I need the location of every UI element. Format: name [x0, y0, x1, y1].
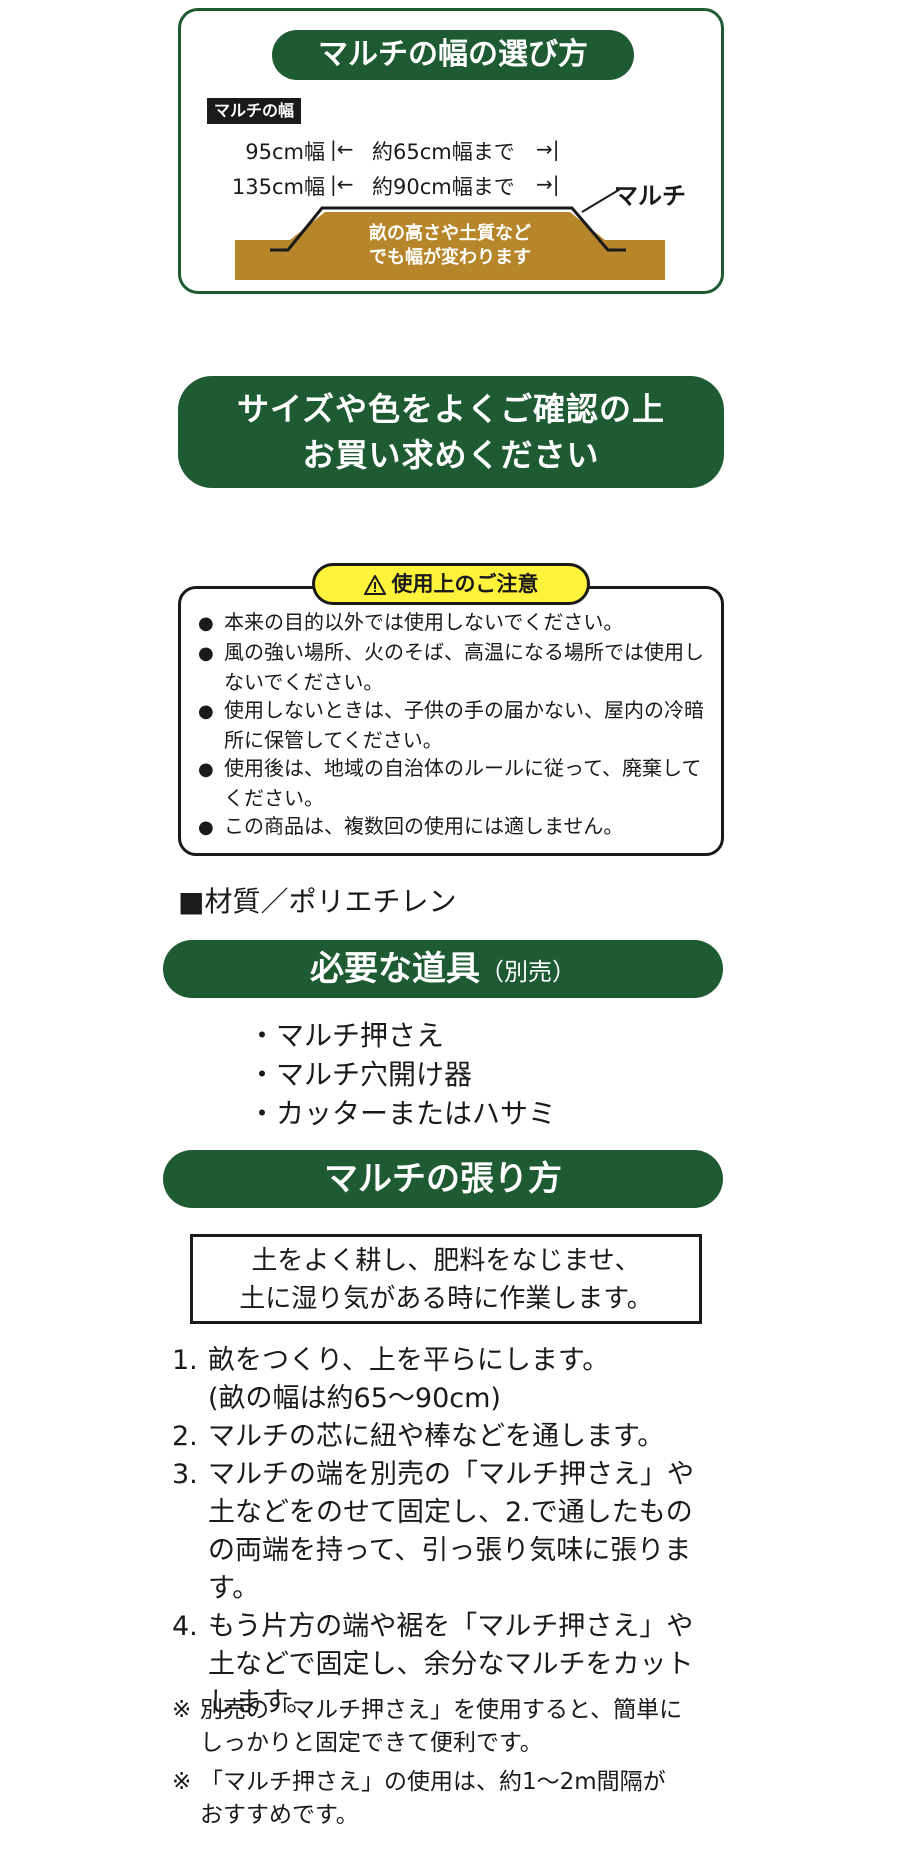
caution-item: 使用後は、地域の自治体のルールに従って、廃棄してください。 — [198, 754, 718, 812]
caution-item: 本来の目的以外では使用しないでください。 — [198, 608, 718, 638]
step-item: 3. マルチの端を別売の「マルチ押さえ」や 土などをのせて固定し、2.で通したも… — [172, 1456, 732, 1608]
step-number: 2. — [172, 1421, 198, 1452]
step-line: 土などをのせて固定し、2.で通したもの — [208, 1497, 693, 1528]
width-distance-95: 約65cm幅まで — [372, 140, 515, 164]
width-label-95: 95cm幅 — [245, 140, 325, 164]
note-line: おすすめです。 — [200, 1802, 359, 1828]
note-item: ※ 「マルチ押さえ」の使用は、約1〜2m間隔が おすすめです。 — [172, 1766, 732, 1832]
tools-list: ・マルチ押さえ ・マルチ穴開け器 ・カッターまたはハサミ — [248, 1016, 556, 1133]
caution-title: 使用上のご注意 — [391, 572, 539, 596]
step-line: マルチの芯に紐や棒などを通します。 — [208, 1421, 665, 1452]
tool-item: ・カッターまたはハサミ — [248, 1097, 557, 1130]
soil-bed — [290, 212, 605, 240]
note-mark: ※ — [172, 1769, 192, 1795]
width-label-135: 135cm幅 — [231, 175, 325, 199]
material-text: ■材質／ポリエチレン — [178, 885, 457, 918]
tools-title: 必要な道具 — [310, 949, 480, 989]
step-line: します。 — [208, 1687, 314, 1718]
note-mark: ※ — [172, 1697, 192, 1723]
step-number: 3. — [172, 1459, 198, 1490]
step-line: (畝の幅は約65〜90cm) — [208, 1383, 501, 1414]
caution-item: 使用しないときは、子供の手の届かない、屋内の冷暗所に保管してください。 — [198, 696, 718, 754]
prep-line2: 土に湿り気がある時に作業します。 — [239, 1284, 653, 1314]
preparation-box: 土をよく耕し、肥料をなじませ、 土に湿り気がある時に作業します。 — [190, 1234, 702, 1324]
step-number: 4. — [172, 1611, 198, 1642]
step-line: の両端を持って、引っ張り気味に張ります。 — [208, 1535, 692, 1604]
width-guide-box — [178, 8, 724, 294]
caution-item: 風の強い場所、火のそば、高温になる場所では使用しないでください。 — [198, 638, 718, 696]
mulch-pointer-line — [581, 190, 621, 213]
arrow-right-icon: →| — [536, 137, 560, 161]
caution-item: この商品は、複数回の使用には適しません。 — [198, 812, 718, 842]
step-line: 畝をつくり、上を平らにします。 — [208, 1345, 610, 1376]
arrow-left-icon: |← — [330, 137, 354, 161]
note-item: ※ 別売の「マルチ押さえ」を使用すると、簡単に しっかりと固定できて便利です。 — [172, 1694, 732, 1760]
tool-item: ・マルチ押さえ — [248, 1019, 445, 1052]
arrow-left-icon: |← — [330, 172, 354, 196]
width-guide-title: マルチの幅の選び方 — [272, 30, 634, 80]
mulch-width-tag: マルチの幅 — [207, 98, 302, 124]
soil-base — [235, 240, 665, 280]
caution-title-tag: 使用上のご注意 — [312, 563, 590, 605]
width-distance-135: 約90cm幅まで — [372, 175, 515, 199]
note-line: しっかりと固定できて便利です。 — [200, 1730, 543, 1756]
step-item: 1. 畝をつくり、上を平らにします。 (畝の幅は約65〜90cm) — [172, 1342, 732, 1418]
tools-subtitle: （別売） — [480, 958, 576, 986]
step-item: 2. マルチの芯に紐や棒などを通します。 — [172, 1418, 732, 1456]
arrow-right-icon: →| — [536, 172, 560, 196]
note-line: 「マルチ押さえ」の使用は、約1〜2m間隔が — [200, 1769, 666, 1795]
confirm-notice-banner: サイズや色をよくご確認の上 お買い求めください — [178, 376, 724, 488]
tool-item: ・マルチ穴開け器 — [248, 1058, 473, 1091]
notice-line2: お買い求めください — [302, 436, 600, 474]
mulch-sheet — [270, 206, 626, 252]
step-line: マルチの端を別売の「マルチ押さえ」や — [208, 1459, 694, 1490]
diagram-caption: 畝の高さや土質など でも幅が変わります — [330, 222, 570, 270]
mulch-label: マルチ — [614, 182, 686, 210]
diagram-caption-line1: 畝の高さや土質など — [369, 223, 531, 244]
step-line: 土などで固定し、余分なマルチをカット — [208, 1649, 694, 1680]
notice-line1: サイズや色をよくご確認の上 — [236, 390, 666, 428]
steps-list: 1. 畝をつくり、上を平らにします。 (畝の幅は約65〜90cm) 2. マルチ… — [172, 1342, 732, 1722]
method-header: マルチの張り方 — [163, 1150, 723, 1208]
bed-diagram — [235, 190, 665, 280]
notes-list: ※ 別売の「マルチ押さえ」を使用すると、簡単に しっかりと固定できて便利です。 … — [172, 1694, 732, 1838]
prep-line1: 土をよく耕し、肥料をなじませ、 — [251, 1246, 641, 1276]
step-line: もう片方の端や裾を「マルチ押さえ」や — [208, 1611, 694, 1642]
warning-triangle-icon — [363, 575, 386, 595]
note-line: 別売の「マルチ押さえ」を使用すると、簡単に — [200, 1697, 683, 1723]
diagram-caption-line2: でも幅が変わります — [369, 247, 531, 268]
step-item: 4. もう片方の端や裾を「マルチ押さえ」や 土などで固定し、余分なマルチをカット… — [172, 1608, 732, 1722]
required-tools-header: 必要な道具（別売） — [163, 940, 723, 998]
step-number: 1. — [172, 1345, 198, 1376]
caution-list: 本来の目的以外では使用しないでください。 風の強い場所、火のそば、高温になる場所… — [198, 608, 718, 842]
